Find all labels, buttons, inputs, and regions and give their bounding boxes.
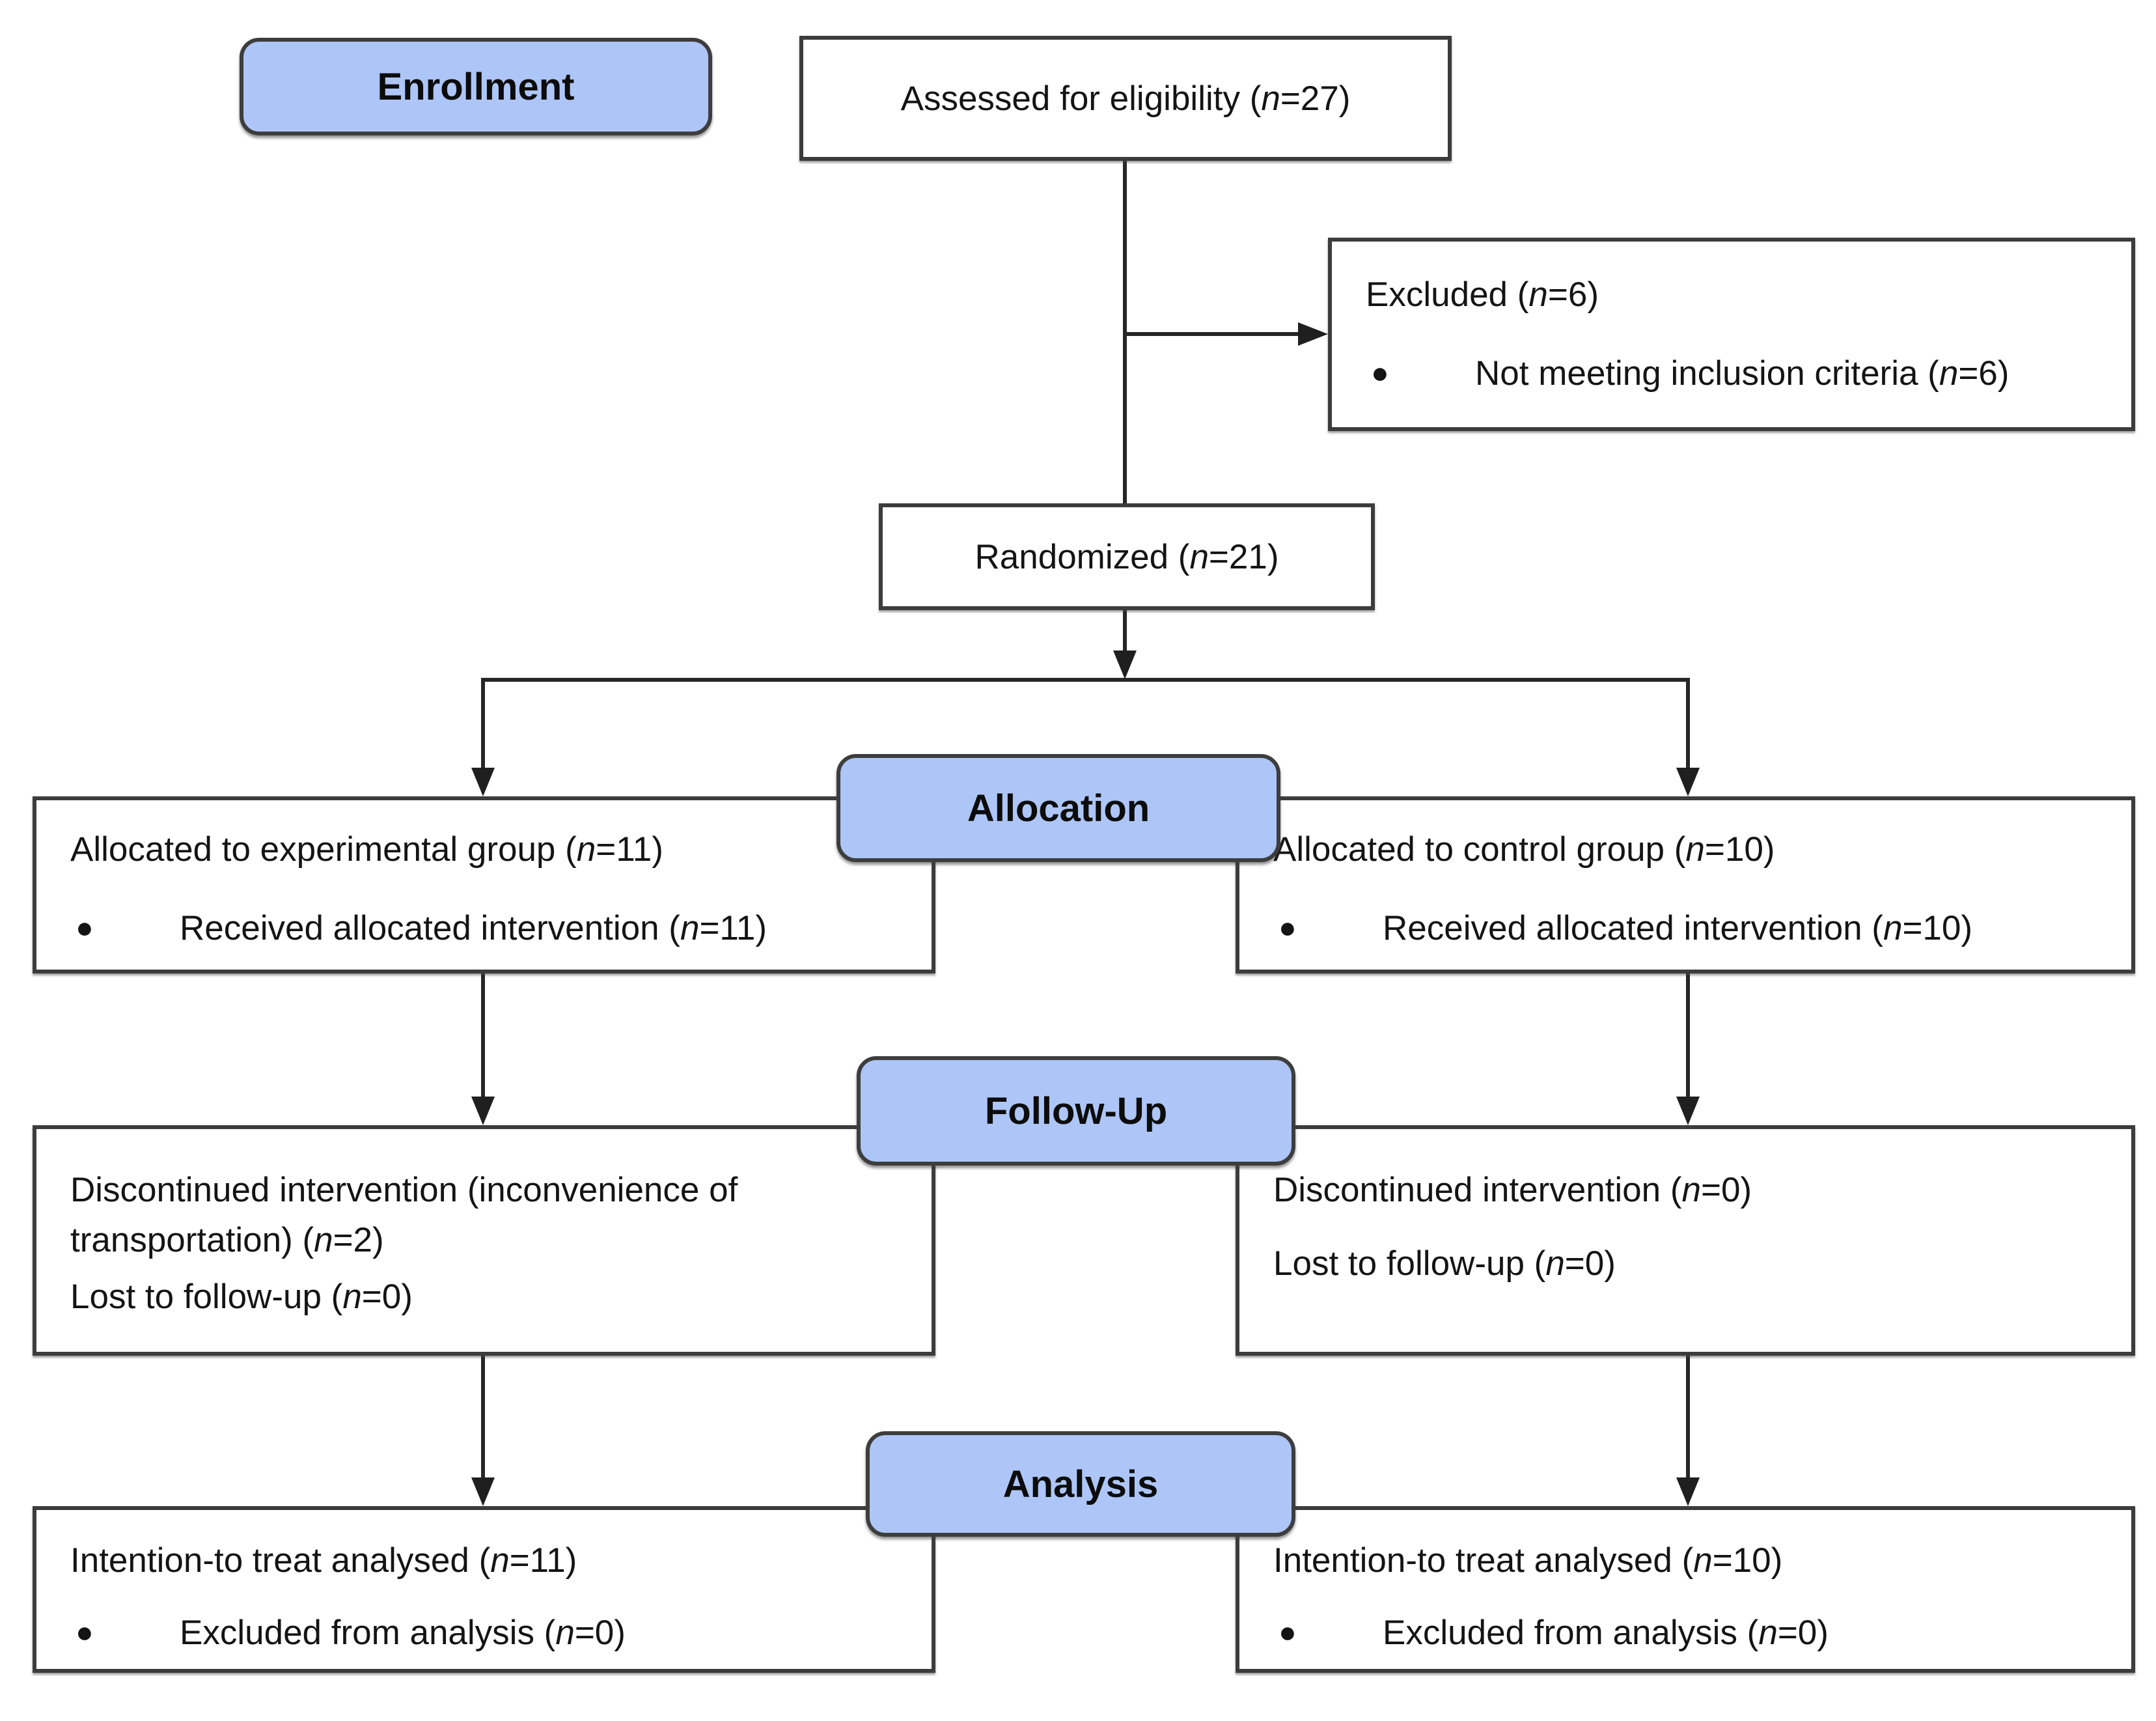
box-allocation-control-item-text: Received allocated intervention (n=10)	[1383, 908, 1972, 947]
stage-label-followup: Follow-Up	[857, 1056, 1295, 1166]
box-analysis-experimental: Intention-to treat analysed (n=11) ● Exc…	[33, 1506, 935, 1673]
box-analysis-experimental-item: ● Excluded from analysis (n=0)	[70, 1608, 905, 1658]
connector-followup-to-analysis-left	[481, 1354, 485, 1480]
box-analysis-experimental-title: Intention-to treat analysed (n=11)	[70, 1541, 577, 1580]
box-followup-experimental-line1: Discontinued intervention (inconvenience…	[70, 1171, 738, 1259]
box-assessed-text: Assessed for eligibility (n=27)	[900, 79, 1351, 118]
box-allocation-control-item: ● Received allocated intervention (n=10)	[1273, 904, 2105, 954]
arrowhead-followup-left	[471, 1097, 495, 1125]
box-followup-experimental: Discontinued intervention (inconvenience…	[33, 1125, 935, 1356]
bullet-icon: ●	[1371, 355, 1389, 389]
arrowhead-followup-right	[1676, 1097, 1700, 1125]
box-excluded-item-text: Not meeting inclusion criteria (n=6)	[1475, 354, 2010, 393]
stage-label-followup-text: Follow-Up	[984, 1089, 1168, 1132]
connector-branch-excluded	[1123, 332, 1300, 336]
box-analysis-control-item: ● Excluded from analysis (n=0)	[1273, 1608, 2105, 1658]
box-analysis-control-item-text: Excluded from analysis (n=0)	[1383, 1613, 1829, 1652]
bullet-icon: ●	[1278, 910, 1297, 944]
box-allocation-experimental-item: ● Received allocated intervention (n=11)	[70, 904, 905, 954]
arrowhead-alloc-left	[471, 768, 495, 796]
box-allocation-control: Allocated to control group (n=10) ● Rece…	[1236, 796, 2135, 973]
box-allocation-experimental-item-text: Received allocated intervention (n=11)	[180, 908, 767, 947]
box-followup-control: Discontinued intervention (n=0) Lost to …	[1236, 1125, 2135, 1356]
box-randomized: Randomized (n=21)	[879, 503, 1375, 610]
stage-label-enrollment-text: Enrollment	[377, 65, 575, 108]
connector-followup-to-analysis-right	[1686, 1354, 1690, 1480]
connector-branch-bar	[481, 678, 1690, 682]
arrowhead-excluded	[1298, 322, 1328, 346]
stage-label-analysis: Analysis	[866, 1431, 1295, 1537]
box-assessed: Assessed for eligibility (n=27)	[799, 36, 1452, 161]
box-analysis-control-title: Intention-to treat analysed (n=10)	[1273, 1541, 1783, 1580]
connector-alloc-to-followup-right	[1686, 972, 1690, 1099]
box-excluded-item: ● Not meeting inclusion criteria (n=6)	[1366, 349, 2105, 399]
box-allocation-control-title: Allocated to control group (n=10)	[1273, 830, 1775, 869]
connector-branch-left-down	[481, 678, 485, 769]
box-randomized-text: Randomized (n=21)	[974, 537, 1279, 576]
connector-branch-right-down	[1686, 678, 1690, 769]
box-excluded: Excluded (n=6) ● Not meeting inclusion c…	[1328, 238, 2135, 431]
stage-label-allocation-text: Allocation	[967, 787, 1150, 830]
arrowhead-analysis-left	[471, 1477, 495, 1506]
box-followup-control-line2: Lost to follow-up (n=0)	[1273, 1244, 1616, 1283]
arrowhead-randomized-branch	[1113, 651, 1137, 679]
connector-alloc-to-followup-left	[481, 972, 485, 1099]
stage-label-analysis-text: Analysis	[1002, 1462, 1159, 1505]
arrowhead-analysis-right	[1676, 1477, 1700, 1506]
connector-randomized-down	[1123, 608, 1127, 653]
arrowhead-alloc-right	[1676, 768, 1700, 796]
box-followup-control-line1: Discontinued intervention (n=0)	[1273, 1171, 1752, 1209]
box-analysis-experimental-item-text: Excluded from analysis (n=0)	[180, 1613, 626, 1652]
box-allocation-experimental: Allocated to experimental group (n=11) ●…	[33, 796, 935, 973]
bullet-icon: ●	[1278, 1614, 1297, 1649]
bullet-icon: ●	[76, 1614, 94, 1649]
stage-label-allocation: Allocation	[836, 754, 1280, 862]
box-allocation-experimental-title: Allocated to experimental group (n=11)	[70, 830, 663, 869]
stage-label-enrollment: Enrollment	[240, 38, 712, 135]
box-excluded-title: Excluded (n=6)	[1366, 275, 1599, 314]
bullet-icon: ●	[76, 910, 94, 944]
box-followup-experimental-line2: Lost to follow-up (n=0)	[70, 1277, 413, 1316]
box-analysis-control: Intention-to treat analysed (n=10) ● Exc…	[1236, 1506, 2135, 1673]
